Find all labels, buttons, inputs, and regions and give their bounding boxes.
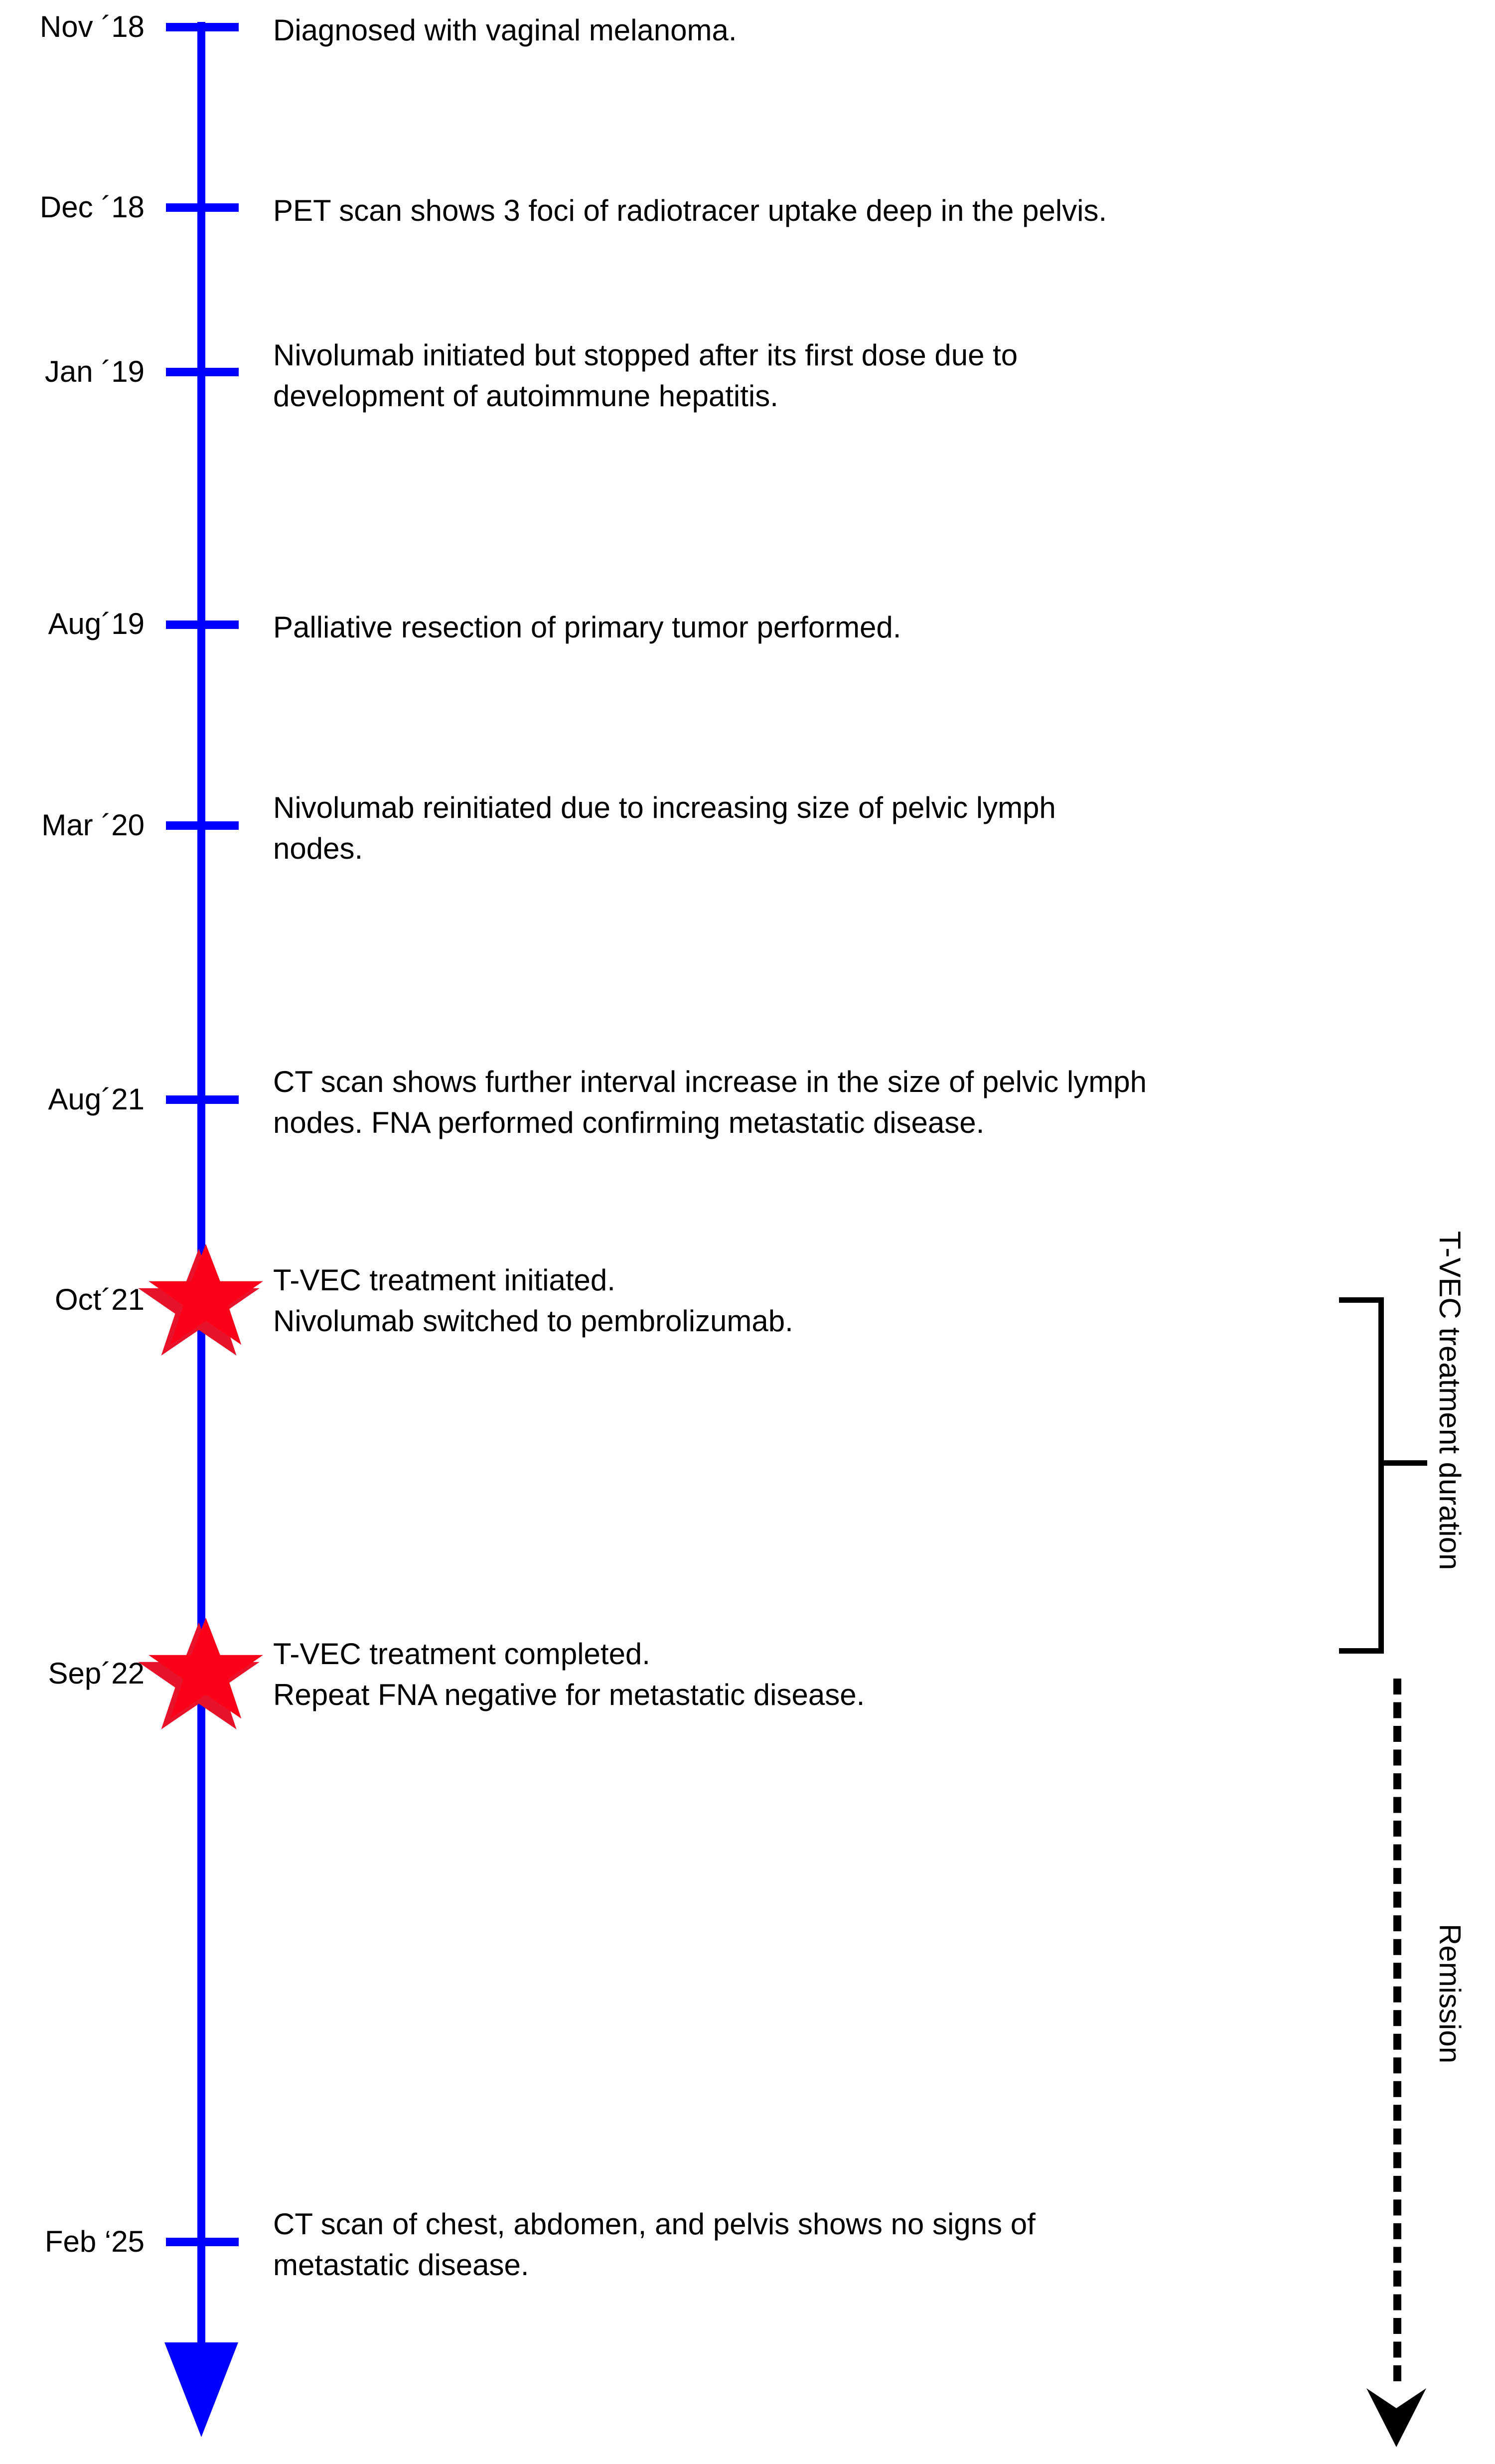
- timeline-arrowhead-icon: [164, 2342, 238, 2437]
- remission-dashed-line: [1393, 1679, 1401, 2381]
- event-date-3: Aug´19: [48, 607, 145, 640]
- bracket-spine: [1378, 1297, 1384, 1654]
- event-text-2: Nivolumab initiated but stopped after it…: [273, 338, 1018, 413]
- timeline-tick: [166, 620, 239, 629]
- timeline-tick: [166, 23, 239, 31]
- event-text-4: Nivolumab reinitiated due to increasing …: [273, 791, 1056, 865]
- event-text-8: CT scan of chest, abdomen, and pelvis sh…: [273, 2207, 1036, 2282]
- event-date-4: Mar ´20: [41, 808, 145, 842]
- event-date-1: Dec ´18: [39, 190, 145, 224]
- bracket-arm-bottom: [1339, 1648, 1384, 1654]
- bracket-arm-middle: [1378, 1460, 1427, 1466]
- event-text-3: Palliative resection of primary tumor pe…: [273, 611, 901, 644]
- timeline-tick: [166, 203, 239, 212]
- event-text-5: CT scan shows further interval increase …: [273, 1065, 1147, 1139]
- bracket-arm-top: [1339, 1297, 1384, 1303]
- event-text-7: T-VEC treatment completed. Repeat FNA ne…: [273, 1637, 865, 1711]
- timeline-tick: [166, 821, 239, 830]
- timeline-axis: [197, 22, 205, 2349]
- event-date-7: Sep´22: [48, 1657, 145, 1690]
- event-text-6: T-VEC treatment initiated. Nivolumab swi…: [273, 1263, 793, 1338]
- star-marker-icon: [138, 1618, 263, 1729]
- event-date-2: Jan ´19: [44, 355, 145, 388]
- event-date-0: Nov ´18: [39, 10, 145, 43]
- event-date-8: Feb ‘25: [44, 2225, 145, 2258]
- event-text-0: Diagnosed with vaginal melanoma.: [273, 13, 737, 47]
- treatment-duration-label: T-VEC treatment duration: [1433, 1231, 1467, 1570]
- event-date-5: Aug´21: [48, 1082, 145, 1116]
- remission-label: Remission: [1433, 1924, 1467, 2064]
- star-marker-icon: [138, 1244, 263, 1356]
- timeline-tick: [166, 2238, 239, 2246]
- timeline-tick: [166, 1095, 239, 1104]
- timeline-tick: [166, 368, 239, 376]
- event-date-6: Oct´21: [54, 1283, 145, 1316]
- event-text-1: PET scan shows 3 foci of radiotracer upt…: [273, 194, 1107, 227]
